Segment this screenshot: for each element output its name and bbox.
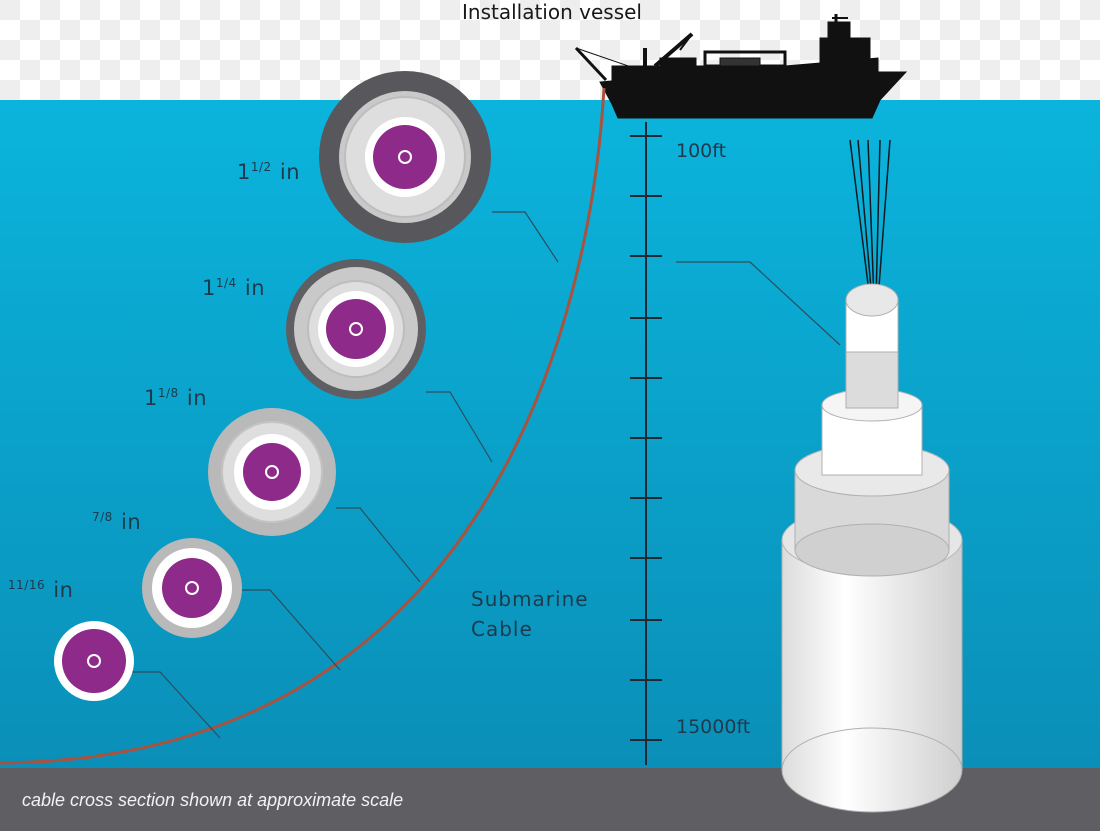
size-fraction: 7/8 xyxy=(92,510,113,524)
size-unit: in xyxy=(53,578,74,602)
submarine-cable-label-line2: Cable xyxy=(471,617,533,641)
size-fraction: 11/16 xyxy=(8,578,46,592)
size-label-1-1-4: 11/4 in xyxy=(202,276,265,300)
size-fraction: 1/4 xyxy=(215,276,237,290)
submarine-cable-label: Submarine Cable xyxy=(471,584,589,644)
depth-scale xyxy=(630,122,662,765)
cross-section-1-1-2-in xyxy=(319,71,491,243)
scale-caption: cable cross section shown at approximate… xyxy=(22,790,404,810)
size-label-7-8: 7/8 in xyxy=(92,510,141,534)
cross-section-11-16-in xyxy=(54,621,134,701)
depth-label-bottom: 15000ft xyxy=(676,716,751,738)
size-label-11-16: 11/16 in xyxy=(8,578,73,602)
cross-section-1-1-8-in xyxy=(208,408,336,536)
leader-lines xyxy=(130,211,841,739)
cable-cutaway-illustration xyxy=(781,283,963,813)
size-label-1-1-2: 11/2 in xyxy=(237,160,300,184)
fiber-strands xyxy=(849,139,891,301)
sky-background xyxy=(0,0,1100,100)
installation-vessel-icon xyxy=(574,14,908,119)
size-whole: 1 xyxy=(144,386,158,410)
cross-section-7-8-in xyxy=(142,538,242,638)
size-unit: in xyxy=(121,510,142,534)
size-label-1-1-8: 11/8 in xyxy=(144,386,207,410)
submarine-cable-label-line1: Submarine xyxy=(471,587,589,611)
size-unit: in xyxy=(186,386,208,410)
size-whole: 1 xyxy=(202,276,216,300)
size-fraction: 1/8 xyxy=(157,386,179,400)
size-whole: 1 xyxy=(237,160,251,184)
size-unit: in xyxy=(279,160,301,184)
submarine-cable-line xyxy=(0,87,606,765)
depth-label-top: 100ft xyxy=(676,140,727,162)
cross-section-1-1-4-in xyxy=(286,259,426,399)
size-fraction: 1/2 xyxy=(250,160,272,174)
vessel-label: Installation vessel xyxy=(462,0,642,24)
size-unit: in xyxy=(244,276,266,300)
